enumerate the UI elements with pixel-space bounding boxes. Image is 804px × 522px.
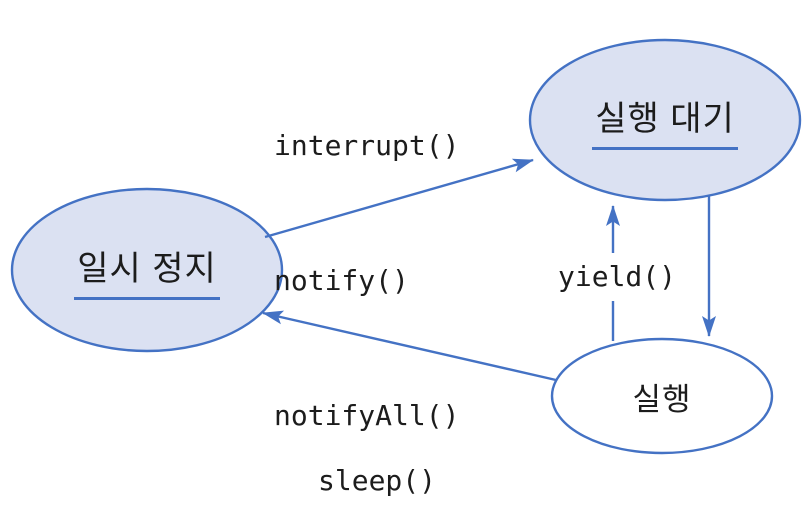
state-ellipse-running [550,337,774,455]
arrow-paused-to-runnable [264,158,534,239]
state-ellipse-paused [10,187,284,353]
state-ellipse-runnable [528,38,802,202]
method-notifyall: notifyAll() [274,399,460,432]
methods-running-to-paused: sleep() join() wait() [318,368,436,522]
method-yield: yield() [555,253,680,301]
arrow-running-to-paused [262,310,557,382]
methods-paused-to-runnable: interrupt() notify() notifyAll() [274,33,459,522]
method-notify: notify() [274,264,409,297]
method-interrupt: interrupt() [274,129,460,162]
method-sleep: sleep() [318,464,437,497]
